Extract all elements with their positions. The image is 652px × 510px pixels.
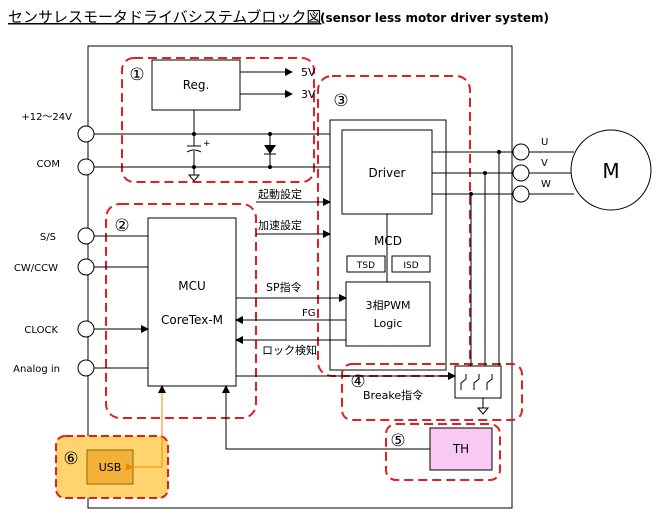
- regulator-label: Reg.: [183, 78, 210, 92]
- mcu-core-label: CoreTex-M: [161, 313, 223, 327]
- region-4: [341, 363, 523, 421]
- junction: [469, 192, 473, 196]
- input-terminals: [77, 125, 95, 377]
- number-5: ⑤: [390, 431, 405, 451]
- label-ss: S/S: [40, 232, 56, 243]
- mcu-label: MCU: [178, 279, 206, 293]
- pwm-label-2: Logic: [374, 317, 403, 330]
- junction: [483, 171, 487, 175]
- brake-switch-icon: [460, 374, 493, 390]
- isd-box: [391, 255, 431, 273]
- tsd-label: TSD: [356, 261, 375, 271]
- label-power: +12～24V: [21, 112, 72, 123]
- region-1: [121, 57, 315, 183]
- motor-icon: [570, 129, 652, 211]
- fg-label: FG: [302, 308, 316, 319]
- label-clock: CLOCK: [24, 325, 58, 336]
- th-box: [429, 427, 493, 471]
- board-outline: [87, 45, 513, 509]
- output-terminals: [512, 143, 530, 203]
- junction: [497, 150, 501, 154]
- usb-label: USB: [99, 461, 122, 474]
- sp-label: SP指令: [266, 280, 302, 294]
- kidou-label: 起動設定: [258, 187, 302, 201]
- label-u: U: [541, 137, 548, 148]
- region-5: [385, 423, 501, 481]
- lock-label: ロック検知: [262, 343, 317, 357]
- usb-mcu-arrow: [126, 385, 166, 471]
- driver-label: Driver: [369, 166, 406, 180]
- label-cwccw: CW/CCW: [14, 263, 58, 274]
- region-3: [317, 75, 471, 377]
- kasoku-label: 加速設定: [258, 218, 302, 232]
- mcu-box: [147, 217, 237, 387]
- motor-label: M: [602, 159, 619, 183]
- number-3: ③: [333, 91, 348, 111]
- label-com: COM: [37, 159, 60, 170]
- tsd-box: [346, 255, 386, 273]
- mcd-label: MCD: [374, 234, 402, 248]
- isd-label: ISD: [403, 261, 418, 271]
- ground-icon: [187, 174, 201, 182]
- brake-label: Breake指令: [363, 388, 423, 402]
- label-3v: 3V: [301, 88, 316, 101]
- number-2: ②: [114, 216, 129, 236]
- regulator-box: [151, 59, 241, 111]
- pwm-box: [345, 281, 431, 347]
- title-jp: センサレスモータドライバシステムブロック図: [8, 8, 321, 26]
- label-analog: Analog in: [13, 364, 60, 375]
- zener-diode-icon: [264, 145, 276, 154]
- label-5v: 5V: [301, 66, 316, 79]
- th-label: TH: [452, 442, 469, 456]
- pwm-label-1: 3相PWM: [366, 299, 411, 312]
- region-2: [105, 203, 257, 419]
- usb-box: [86, 449, 134, 485]
- number-1: ①: [129, 65, 144, 85]
- brake-ground-icon: [476, 407, 490, 415]
- th-arrow: [222, 385, 430, 450]
- label-v: V: [541, 158, 548, 169]
- cap-plate-bottom: [186, 149, 202, 153]
- brake-switch-box: [454, 365, 502, 399]
- label-w: W: [541, 179, 551, 190]
- number-6: ⑥: [63, 449, 78, 469]
- title-en: (sensor less motor driver system): [320, 11, 549, 25]
- number-4: ④: [350, 372, 365, 392]
- cap-polarity: +: [203, 139, 211, 149]
